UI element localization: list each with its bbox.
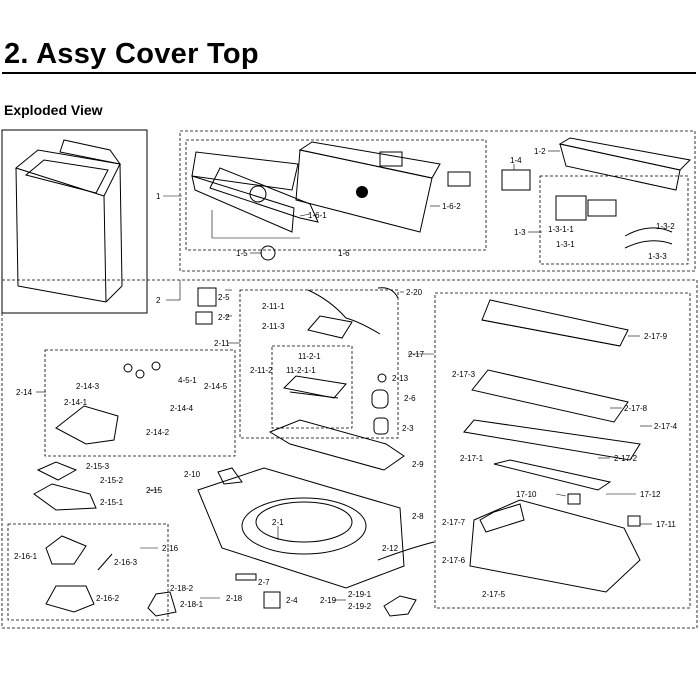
callout-label: 2-4 — [286, 596, 298, 605]
callout-label: 2-18-1 — [180, 600, 204, 609]
callout-label: 2-17-7 — [442, 518, 466, 527]
callout-label: 2-17 — [408, 350, 425, 359]
callout-label: 2-17-2 — [614, 454, 638, 463]
assembly-2-11-2-box — [271, 345, 353, 429]
callout-label: 2-19-1 — [348, 590, 372, 599]
callout-label: 1-3-1-1 — [548, 225, 574, 234]
callout-label: 2-7 — [258, 578, 270, 587]
callout-label: 1-6 — [338, 249, 350, 258]
callout-label: 1-6-1 — [308, 211, 327, 220]
callout-label: 2-13 — [392, 374, 409, 383]
callout-label: 2-17-5 — [482, 590, 506, 599]
callout-label: 1-3-1 — [556, 240, 575, 249]
callout-label: 2 — [156, 296, 161, 305]
leader-lines — [36, 150, 652, 601]
callout-label: 2-18-2 — [170, 584, 194, 593]
callout-label: 2-17-4 — [654, 422, 678, 431]
callout-label: 2-6 — [404, 394, 416, 403]
callout-label: 11-2-1 — [298, 352, 321, 361]
assembly-1-parts — [191, 137, 692, 261]
title-underline — [2, 72, 696, 74]
callout-label: 2-14-1 — [64, 398, 88, 407]
assembly-1-3-box — [539, 175, 689, 265]
callout-label: 17-11 — [656, 520, 676, 529]
assembly-1-box — [179, 130, 696, 272]
callout-label: 2-15-1 — [100, 498, 124, 507]
callout-label: 2-19-2 — [348, 602, 372, 611]
assembly-2-11-box — [239, 289, 399, 439]
assembly-2-box — [1, 279, 698, 629]
callout-label: 1-3 — [514, 228, 526, 237]
callout-label: 2-14-2 — [146, 428, 170, 437]
callout-label: 2-1 — [272, 518, 284, 527]
callout-label: 2-14-5 — [204, 382, 228, 391]
callout-label: 2-19 — [320, 596, 337, 605]
callout-label: 2-15-2 — [100, 476, 124, 485]
callout-label: 2-2 — [218, 313, 230, 322]
callout-label: 2-16-2 — [96, 594, 120, 603]
callout-label: 17-12 — [640, 490, 661, 499]
callout-label: 2-15-3 — [86, 462, 110, 471]
callout-label: 2-15 — [146, 486, 163, 495]
assembly-2-16-box — [7, 523, 169, 621]
callout-label: 1-4 — [510, 156, 522, 165]
callout-label: 1-6-2 — [442, 202, 461, 211]
section-subtitle: Exploded View — [4, 102, 103, 118]
callout-label: 2-16 — [162, 544, 179, 553]
callout-label: 2-3 — [402, 424, 414, 433]
callout-label: 1-3-2 — [656, 222, 675, 231]
callout-label: 2-5 — [218, 293, 230, 302]
assembly-2-parts — [33, 287, 641, 617]
callout-label: 2-16-3 — [114, 558, 138, 567]
callout-label: 17-10 — [516, 490, 537, 499]
callout-label: 2-17-1 — [460, 454, 484, 463]
callout-label: 2-18 — [226, 594, 243, 603]
callout-label: 1-2 — [534, 147, 546, 156]
callout-label: 2-20 — [406, 288, 423, 297]
callout-label: 2-12 — [382, 544, 399, 553]
assembly-1-6-box — [185, 139, 487, 251]
callout-label: 2-14-4 — [170, 404, 194, 413]
callout-label: 2-17-9 — [644, 332, 668, 341]
callout-label: 2-17-6 — [442, 556, 466, 565]
callout-label: 2-17-3 — [452, 370, 476, 379]
assembly-2-17-box — [434, 292, 691, 609]
callout-label: 2-14 — [16, 388, 33, 397]
callout-label: 2-14-3 — [76, 382, 100, 391]
callout-label: 2-11 — [214, 339, 230, 348]
page-title: 2. Assy Cover Top — [4, 38, 259, 70]
callout-label: 1-5 — [236, 249, 248, 258]
washer-overview — [1, 129, 148, 314]
assembly-2-14-box — [44, 349, 236, 457]
callout-label: 2-10 — [184, 470, 201, 479]
callout-label: 2-8 — [412, 512, 424, 521]
callout-label: 11-2-1-1 — [286, 366, 316, 375]
callout-label: 2-9 — [412, 460, 424, 469]
callout-label: 2-11-1 — [262, 302, 285, 311]
callout-label: 2-16-1 — [14, 552, 38, 561]
callout-label: 2-11-3 — [262, 322, 285, 331]
callout-label: 1 — [156, 192, 161, 201]
callout-label: 4-5-1 — [178, 376, 197, 385]
callout-label: 2-11-2 — [250, 366, 273, 375]
callout-label: 1-3-3 — [648, 252, 667, 261]
callout-label: 2-17-8 — [624, 404, 648, 413]
callout-labels: 1 1-6-1 1-6-2 1-5 1-6 1-4 1-2 1-3 1-3-1-… — [14, 147, 678, 611]
